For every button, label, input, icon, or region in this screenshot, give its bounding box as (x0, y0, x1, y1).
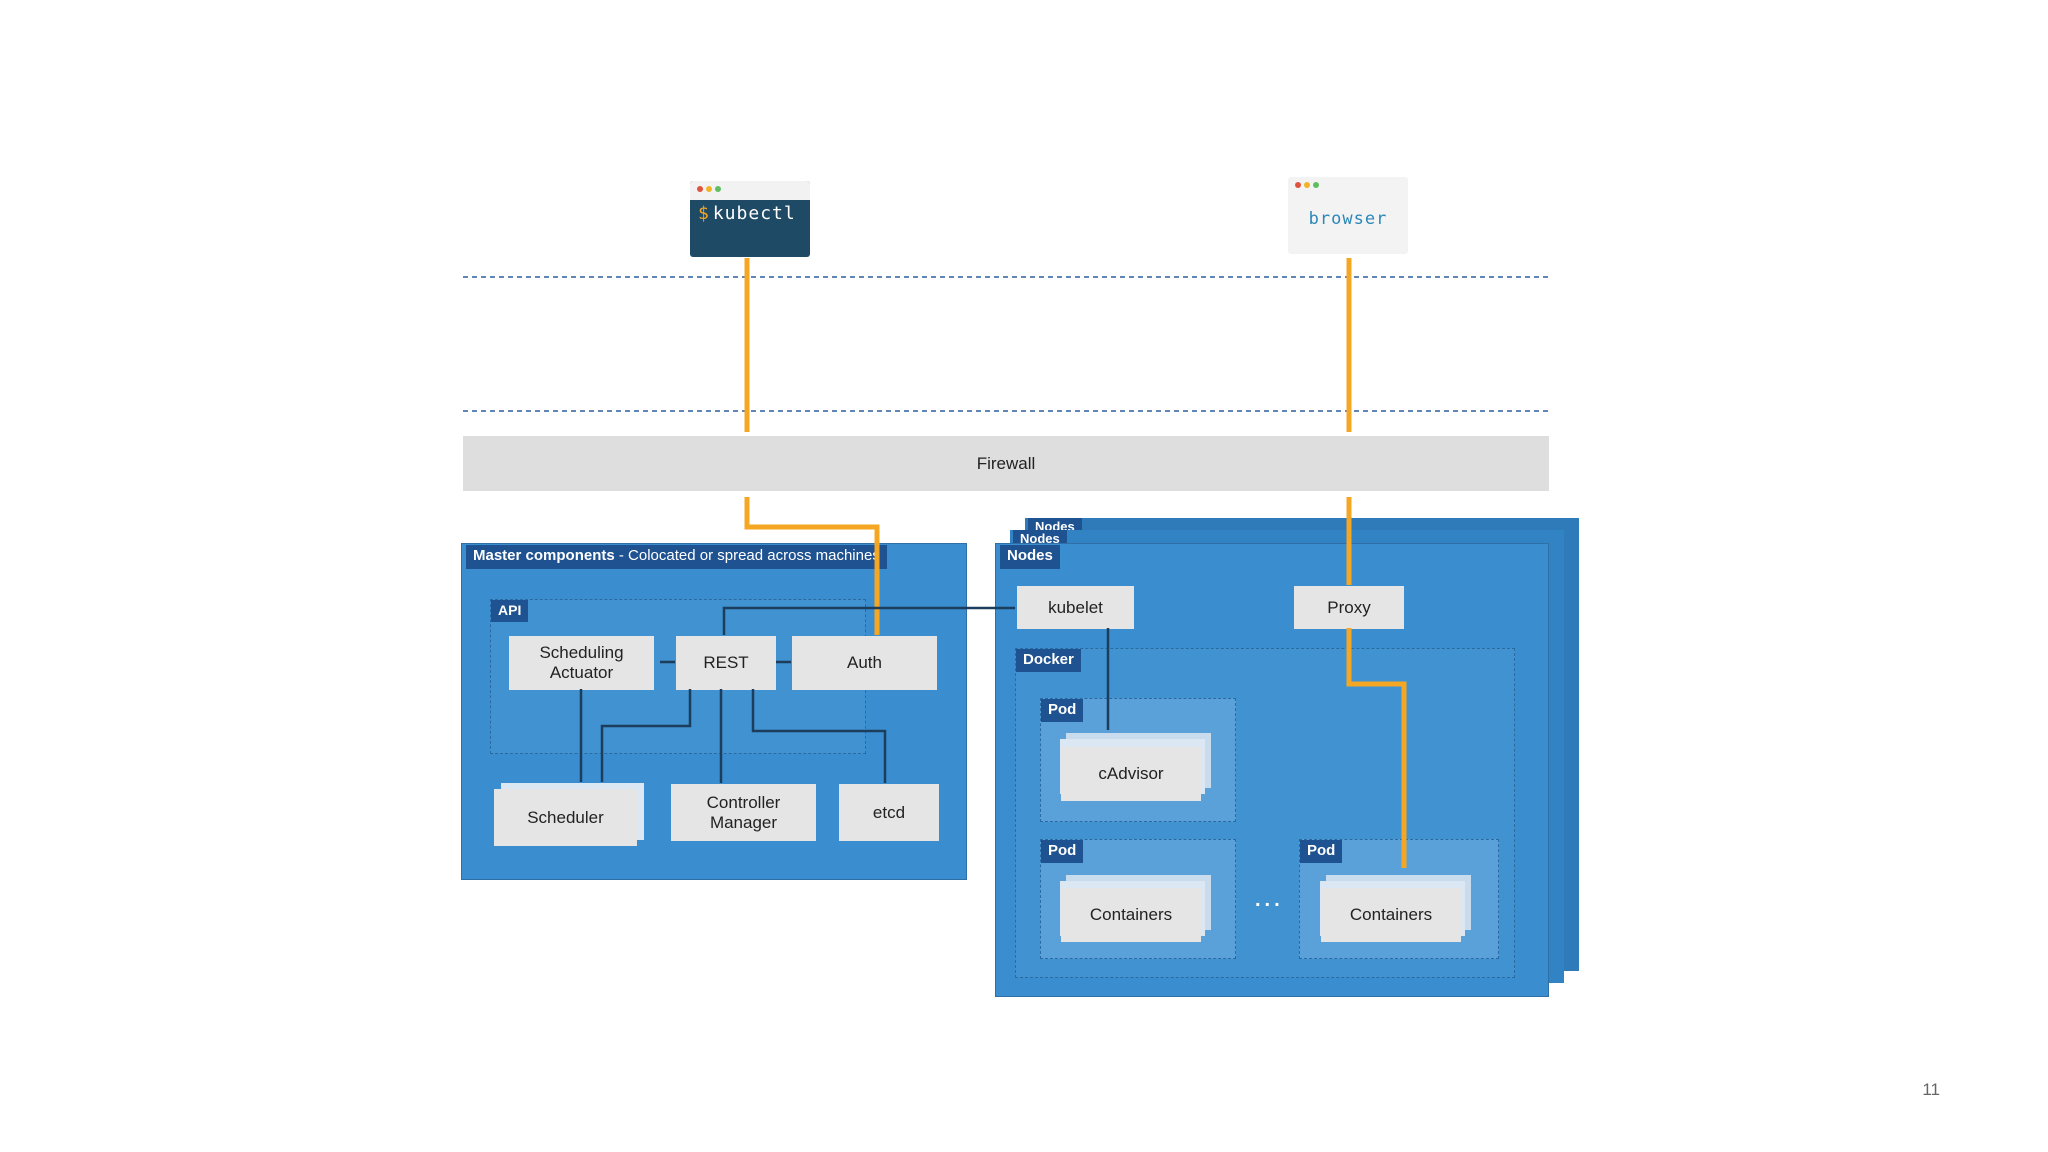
kubectl-terminal-window: $kubectl (690, 181, 810, 257)
pod-tag: Pod (1041, 840, 1084, 863)
ellipsis: ... (1255, 889, 1284, 911)
master-components-tag: Master components - Colocated or spread … (466, 545, 887, 569)
pod-tag: Pod (1300, 840, 1343, 863)
close-dot-icon (1295, 182, 1301, 188)
window-controls (697, 186, 721, 194)
master-title: Master components (473, 547, 615, 564)
auth-box: Auth (792, 636, 937, 690)
firewall-bar: Firewall (463, 436, 1549, 491)
etcd-box: etcd (839, 784, 939, 841)
maximize-dot-icon (1313, 182, 1319, 188)
scheduling-actuator-box: Scheduling Actuator (509, 636, 654, 690)
api-tag: API (491, 600, 529, 622)
prompt-symbol: $ (698, 203, 710, 224)
minimize-dot-icon (1304, 182, 1310, 188)
nodes-panel: Nodes kubelet Proxy Docker Pod cAdvisor … (995, 543, 1549, 997)
containers-box-2: Containers (1321, 888, 1461, 942)
browser-window: browser (1288, 177, 1408, 254)
cadvisor-box: cAdvisor (1061, 747, 1201, 801)
proxy-box: Proxy (1294, 586, 1404, 629)
minimize-dot-icon (706, 186, 712, 192)
window-controls (1295, 182, 1319, 190)
master-subtitle: - Colocated or spread across machines (614, 547, 880, 564)
master-components-panel: Master components - Colocated or spread … (461, 543, 967, 880)
nodes-tag: Nodes (1000, 545, 1060, 569)
rest-box: REST (676, 636, 776, 690)
kubelet-box: kubelet (1017, 586, 1134, 629)
close-dot-icon (697, 186, 703, 192)
maximize-dot-icon (715, 186, 721, 192)
controller-manager-box: Controller Manager (671, 784, 816, 841)
page-number: 11 (1922, 1080, 1940, 1099)
scheduler-box: Scheduler (494, 789, 637, 846)
terminal-titlebar (690, 181, 810, 200)
browser-label: browser (1308, 209, 1388, 229)
kubectl-command: kubectl (712, 203, 796, 224)
terminal-prompt: $kubectl (698, 203, 796, 224)
containers-box-1: Containers (1061, 888, 1201, 942)
docker-tag: Docker (1016, 649, 1081, 672)
pod-tag: Pod (1041, 699, 1084, 722)
